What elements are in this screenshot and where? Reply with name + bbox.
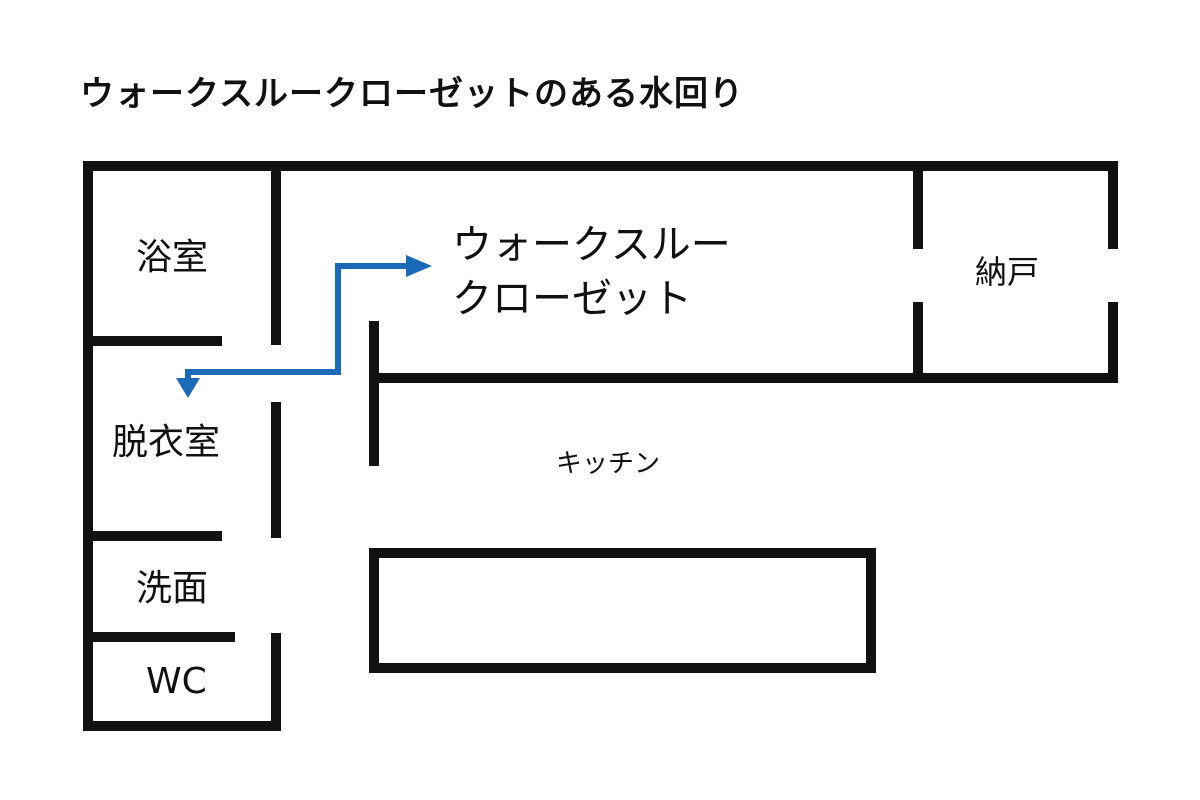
room-bath-label: 浴室 bbox=[136, 237, 209, 278]
route-arrow bbox=[176, 255, 432, 398]
room-walkthrough-closet-line2: クローゼット bbox=[452, 276, 692, 322]
room-washroom-label: 洗面 bbox=[136, 568, 209, 609]
room-wc-label: WC bbox=[146, 661, 207, 702]
route-arrow-head-down bbox=[176, 378, 200, 398]
route-arrow-line bbox=[185, 263, 412, 380]
room-walkthrough-closet-line1: ウォークスルー bbox=[452, 222, 731, 268]
kitchen-counter bbox=[369, 548, 876, 673]
diagram-title: ウォークスルークローゼットのある水回り bbox=[80, 74, 744, 114]
room-walkthrough-closet-label: ウォークスルー クローゼット bbox=[452, 218, 731, 326]
room-kitchen-label: キッチン bbox=[556, 449, 661, 479]
room-storage-label: 納戸 bbox=[975, 253, 1040, 291]
room-dressing-label: 脱衣室 bbox=[112, 422, 221, 463]
route-arrow-head-right bbox=[406, 255, 432, 277]
